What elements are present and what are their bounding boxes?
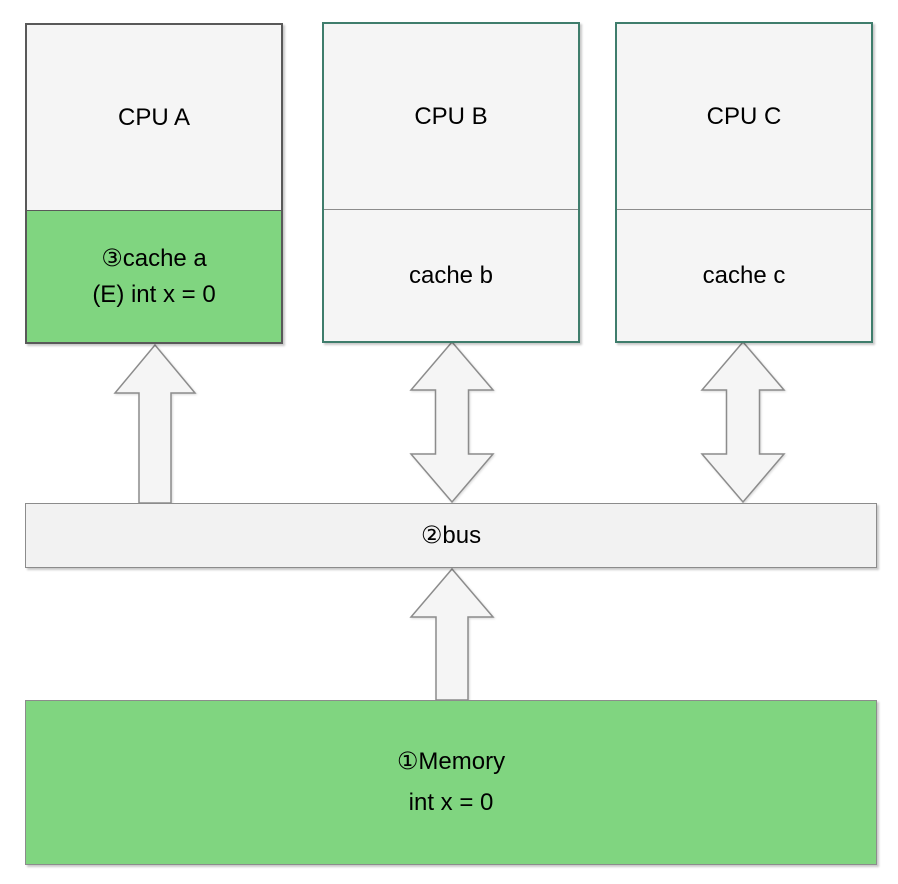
cpu-a-label: CPU A xyxy=(117,103,191,131)
arrow-double-cache-c-bus-icon xyxy=(700,340,786,504)
bus-node: ②bus xyxy=(25,503,877,568)
cache-b-label: cache b xyxy=(408,261,494,289)
cpu-a-node: CPU A ③cache a (E) int x = 0 xyxy=(25,23,283,344)
cpu-c-node: CPU C cache c xyxy=(615,22,873,343)
cpu-c-label: CPU C xyxy=(706,102,782,130)
cache-a-value: (E) int x = 0 xyxy=(92,280,216,308)
memory-value: int x = 0 xyxy=(408,788,494,816)
cpu-b-node: CPU B cache b xyxy=(322,22,580,343)
arrow-up-memory-bus-icon xyxy=(409,567,495,701)
memory-label: ①Memory xyxy=(396,747,506,775)
cpu-a-section: CPU A xyxy=(27,25,281,210)
cache-a-section: ③cache a (E) int x = 0 xyxy=(27,210,281,342)
arrow-double-cache-b-bus-icon xyxy=(409,340,495,504)
cpu-b-section: CPU B xyxy=(324,24,578,209)
cache-a-label: ③cache a xyxy=(101,244,207,272)
cpu-c-section: CPU C xyxy=(617,24,871,209)
cache-c-label: cache c xyxy=(702,261,786,289)
arrow-up-cache-a-bus-icon xyxy=(113,343,197,504)
bus-label: ②bus xyxy=(420,522,482,549)
cache-b-section: cache b xyxy=(324,209,578,341)
cpu-b-label: CPU B xyxy=(414,102,488,130)
cache-c-section: cache c xyxy=(617,209,871,341)
memory-node: ①Memory int x = 0 xyxy=(25,700,877,865)
